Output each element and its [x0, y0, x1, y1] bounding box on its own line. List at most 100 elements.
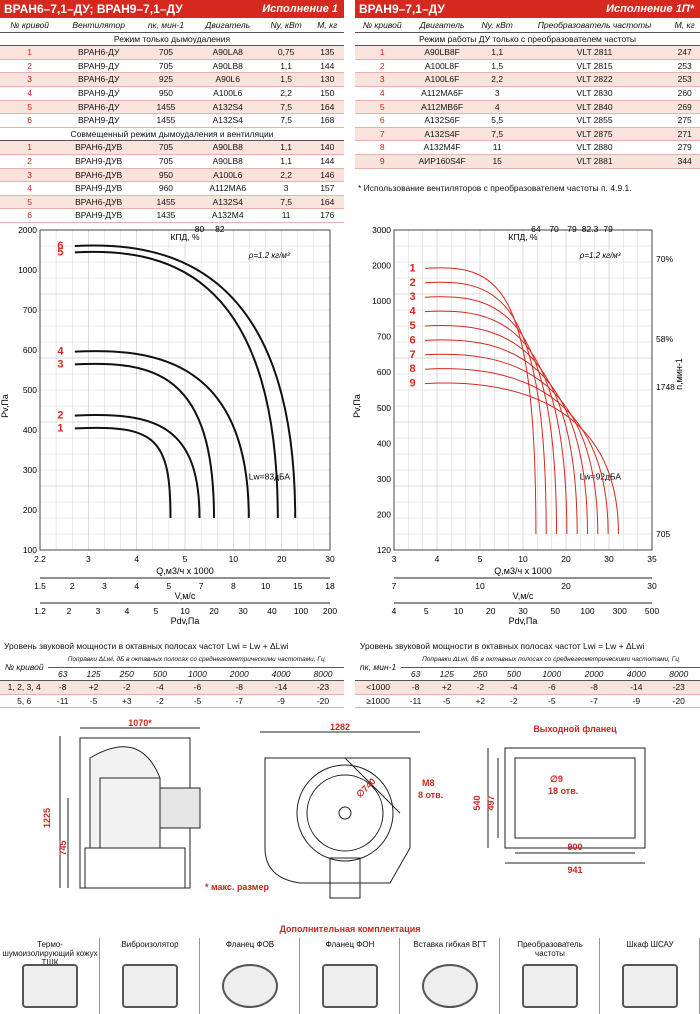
table-cell: 164: [310, 195, 344, 210]
kpd-top-label: 82.3: [582, 224, 599, 234]
kpd-top-label: 79: [603, 224, 613, 234]
table-cell: 3: [355, 72, 410, 87]
table-cell: ВРАН6-ДУВ: [59, 168, 138, 183]
accessory-item: Фланец ФОН: [300, 938, 400, 1014]
sound-corrections-header: Поправки ΔLwi, дБ в октавных полосах со …: [48, 654, 344, 668]
y-tick-label: 1000: [18, 265, 37, 275]
dim-540: 540: [472, 795, 482, 810]
performance-curve: [424, 281, 547, 535]
accessory-item: Шкаф ШСАУ: [600, 938, 700, 1014]
table-cell: VLT 2880: [519, 140, 670, 155]
curve-number: 6: [57, 240, 63, 252]
curve-number: 5: [409, 320, 415, 332]
y-tick-label: 300: [377, 474, 391, 484]
table-cell: 253: [669, 72, 700, 87]
col-header: № кривой: [0, 19, 60, 33]
table-cell: 15: [474, 154, 520, 169]
accessory-image: [622, 964, 678, 1008]
table-cell: 9: [355, 154, 410, 169]
pdv-tick-label: 3: [96, 606, 101, 616]
table-cell: -23: [301, 680, 344, 695]
table-cell: -4: [143, 680, 177, 695]
table-cell: 6: [0, 208, 60, 223]
q-axis-label: Q,м3/ч x 1000: [494, 566, 551, 576]
pdv-tick-label: 4: [125, 606, 130, 616]
freq-header: 250: [110, 667, 144, 682]
table-cell: A100L6: [193, 168, 262, 183]
table-cell: A90LB8: [193, 59, 262, 74]
table-cell: -8: [572, 680, 616, 695]
table-cell: A90LB8: [193, 154, 262, 169]
table-cell: 168: [310, 113, 344, 128]
performance-curve: [74, 244, 297, 519]
table-cell: A132M4: [193, 208, 262, 223]
performance-curve: [74, 350, 250, 519]
table-cell: ВРАН9-ДУ: [59, 59, 138, 74]
performance-curve: [424, 368, 609, 535]
y-tick-label: 400: [23, 425, 37, 435]
table-cell: A100L6F: [409, 72, 475, 87]
pdv-tick-label: 300: [613, 606, 627, 616]
table-cell: VLT 2830: [519, 86, 670, 101]
pdv-tick-label: 20: [486, 606, 496, 616]
converter-note: * Использование вентиляторов с преобразо…: [358, 183, 632, 193]
v-tick-label: 4: [134, 581, 139, 591]
table-cell: ВРАН9-ДУ: [59, 86, 138, 101]
table-cell: -2: [497, 694, 531, 709]
table-cell: АИР160S4F: [409, 154, 475, 169]
table-cell: ≥1000: [355, 694, 402, 709]
freq-header: 500: [497, 667, 531, 682]
left-header-variant: Исполнение 1: [262, 3, 338, 15]
table-cell: 3: [261, 181, 311, 196]
table-cell: -14: [615, 680, 658, 695]
q-tick-label: 30: [604, 554, 614, 564]
q-tick-label: 5: [478, 554, 483, 564]
table-cell: A132S4: [193, 100, 262, 115]
table-cell: 130: [310, 72, 344, 87]
table-cell: 260: [669, 86, 700, 101]
table-cell: -20: [657, 694, 700, 709]
v-tick-label: 8: [231, 581, 236, 591]
table-cell: ВРАН6-ДУВ: [59, 195, 138, 210]
pdv-tick-label: 100: [580, 606, 594, 616]
table-cell: A132S6F: [409, 113, 475, 128]
table-cell: -14: [260, 680, 302, 695]
dim-height1: 1225: [42, 808, 52, 828]
y-tick-label: 2000: [18, 225, 37, 235]
table-cell: A90LA8: [193, 45, 262, 60]
table-cell: +2: [76, 680, 111, 695]
density-label: ρ=1.2 кг/м³: [248, 251, 290, 260]
y-tick-label: 3000: [372, 225, 391, 235]
accessory-label: Фланец ФОН: [325, 940, 375, 949]
freq-header: 2000: [572, 667, 616, 682]
section-row: Совмещенный режим дымоудаления и вентиля…: [0, 127, 344, 142]
table-cell: A100L6: [193, 86, 262, 101]
table-cell: A90LB8F: [409, 45, 475, 60]
curve-number: 3: [57, 358, 63, 370]
col-header: № кривой: [355, 19, 410, 33]
pdv-tick-label: 500: [645, 606, 659, 616]
table-cell: 253: [669, 59, 700, 74]
table-cell: 2,2: [261, 168, 311, 183]
section-row: Режим работы ДУ только с преобразователе…: [355, 32, 700, 47]
right-sound-title: Уровень звуковой мощности в октавных пол…: [360, 641, 645, 651]
y-tick-label: 700: [23, 305, 37, 315]
accessories-title: Дополнительная комплектация: [279, 924, 421, 934]
freq-header: 125: [429, 667, 464, 682]
accessory-image: [522, 964, 578, 1008]
curve-number: 8: [409, 363, 415, 375]
v-tick-label: 7: [199, 581, 204, 591]
table-cell: 157: [310, 181, 344, 196]
section-title: Совмещенный режим дымоудаления и вентиля…: [0, 127, 344, 142]
table-cell: 4: [474, 100, 520, 115]
curve-number: 1: [57, 422, 63, 434]
right-performance-chart: 300020001000700600500400300200120Pv,ПаКП…: [352, 224, 684, 626]
table-cell: 1,5: [474, 59, 520, 74]
y-tick-label: 200: [377, 509, 391, 519]
max-size-note: * макс. размер: [205, 882, 269, 892]
n-tick-label: 70%: [656, 254, 673, 264]
n-tick-label: 1748: [656, 382, 675, 392]
table-cell: A90L6: [193, 72, 262, 87]
y-tick-label: 600: [23, 345, 37, 355]
